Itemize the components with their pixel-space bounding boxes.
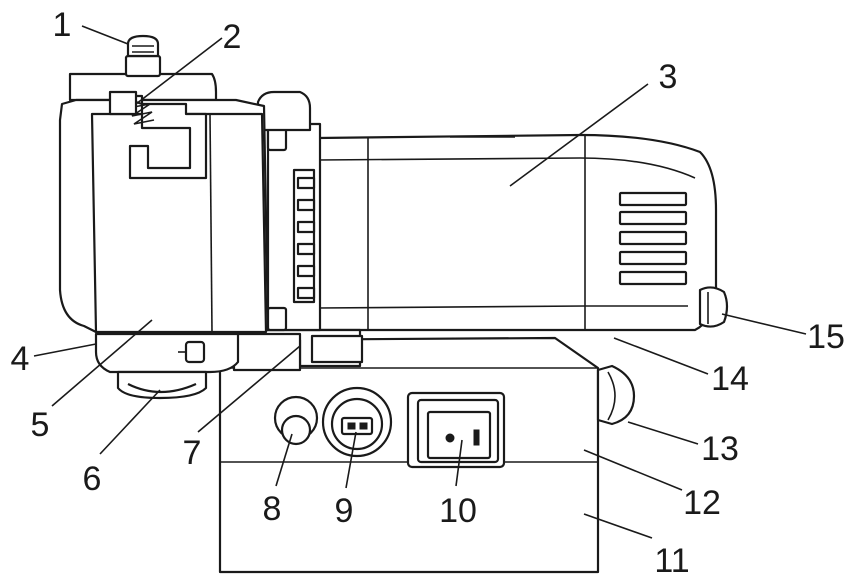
callout-12: 12 [683, 484, 721, 522]
power-socket [321, 386, 393, 458]
motor-housing [316, 133, 718, 332]
callout-1: 1 [53, 6, 72, 44]
top-spindle [124, 34, 162, 78]
leader-7 [197, 345, 301, 433]
callout-11: 11 [654, 542, 689, 580]
lower-spindle [94, 332, 240, 400]
flange-fins [256, 90, 322, 332]
leader-15 [721, 313, 807, 335]
leader-13 [627, 421, 699, 445]
callout-10: 10 [439, 492, 477, 530]
leader-9 [345, 431, 357, 489]
leader-lines [33, 25, 807, 539]
leader-10 [455, 439, 463, 487]
leader-5 [51, 319, 153, 407]
callout-4: 4 [11, 340, 30, 378]
callout-6: 6 [83, 460, 102, 498]
head-block [58, 72, 270, 336]
indicator-light [273, 395, 319, 446]
tail-knob [698, 286, 729, 328]
callout-13: 13 [701, 430, 739, 468]
leader-6 [99, 389, 161, 455]
leader-4 [33, 343, 97, 357]
leader-12 [583, 449, 683, 491]
leader-3 [509, 83, 649, 187]
callout-2: 2 [223, 18, 242, 56]
rocker-switch [406, 391, 506, 469]
leader-8 [275, 433, 293, 487]
leader-1 [81, 25, 129, 45]
leader-11 [583, 513, 653, 539]
side-knob [596, 364, 636, 426]
callout-5: 5 [31, 406, 50, 444]
callout-labels: 1 2 3 4 5 6 7 8 9 10 11 12 13 14 15 [11, 6, 845, 580]
callout-14: 14 [711, 360, 749, 398]
leader-14 [613, 337, 709, 375]
callout-9: 9 [335, 492, 354, 530]
callout-7: 7 [183, 434, 202, 472]
callout-8: 8 [263, 490, 282, 528]
callout-3: 3 [659, 58, 678, 96]
motor-mount [232, 328, 364, 372]
leader-2 [135, 37, 223, 105]
callout-15: 15 [807, 318, 845, 356]
motor-vents [618, 191, 688, 286]
